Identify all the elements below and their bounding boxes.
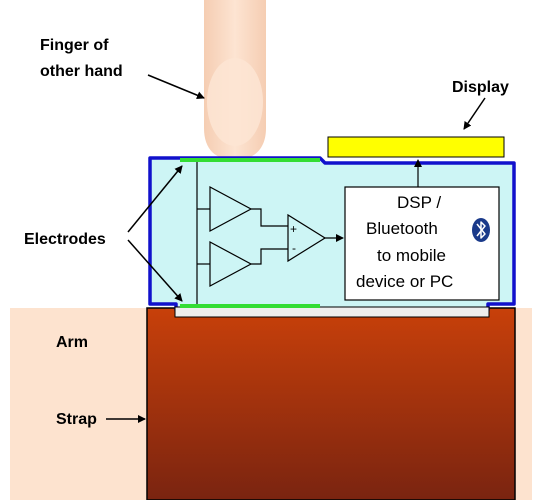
diff-amp-minus: - <box>292 241 296 255</box>
display-label: Display <box>452 79 509 96</box>
strap-label: Strap <box>56 411 97 428</box>
wire-amp1-out <box>251 208 288 227</box>
arm-label: Arm <box>56 334 88 351</box>
differential-amplifier <box>287 213 327 263</box>
dsp-box <box>344 186 500 301</box>
finger-label-line-2: other hand <box>40 63 123 80</box>
dsp-line-4: device or PC <box>356 272 453 291</box>
diff-amp-plus: + <box>290 222 297 236</box>
dsp-line-3: to mobile <box>377 246 446 265</box>
bottom-electrode-plate <box>174 306 490 318</box>
bottom-electrode <box>180 304 320 308</box>
bluetooth-icon <box>472 218 490 242</box>
pointer-arrows <box>106 74 486 423</box>
electrode-arrow-top <box>127 165 183 233</box>
electrode-arrow-bottom <box>127 239 183 302</box>
top-electrode <box>180 158 320 162</box>
amplifier-1 <box>209 185 253 233</box>
circuit-wiring <box>196 159 422 304</box>
display-arrow <box>463 97 486 130</box>
amplifier-2 <box>209 240 253 288</box>
finger-label-line-1: Finger of <box>40 37 109 54</box>
wire-amp2-out <box>251 248 288 265</box>
dsp-line-2: Bluetooth <box>366 219 438 238</box>
dsp-line-1: DSP / <box>397 193 441 212</box>
finger-arrow <box>147 74 205 100</box>
fingernail <box>207 58 263 146</box>
display-panel <box>327 136 505 158</box>
strap <box>146 307 516 500</box>
electrodes-label: Electrodes <box>24 231 106 248</box>
